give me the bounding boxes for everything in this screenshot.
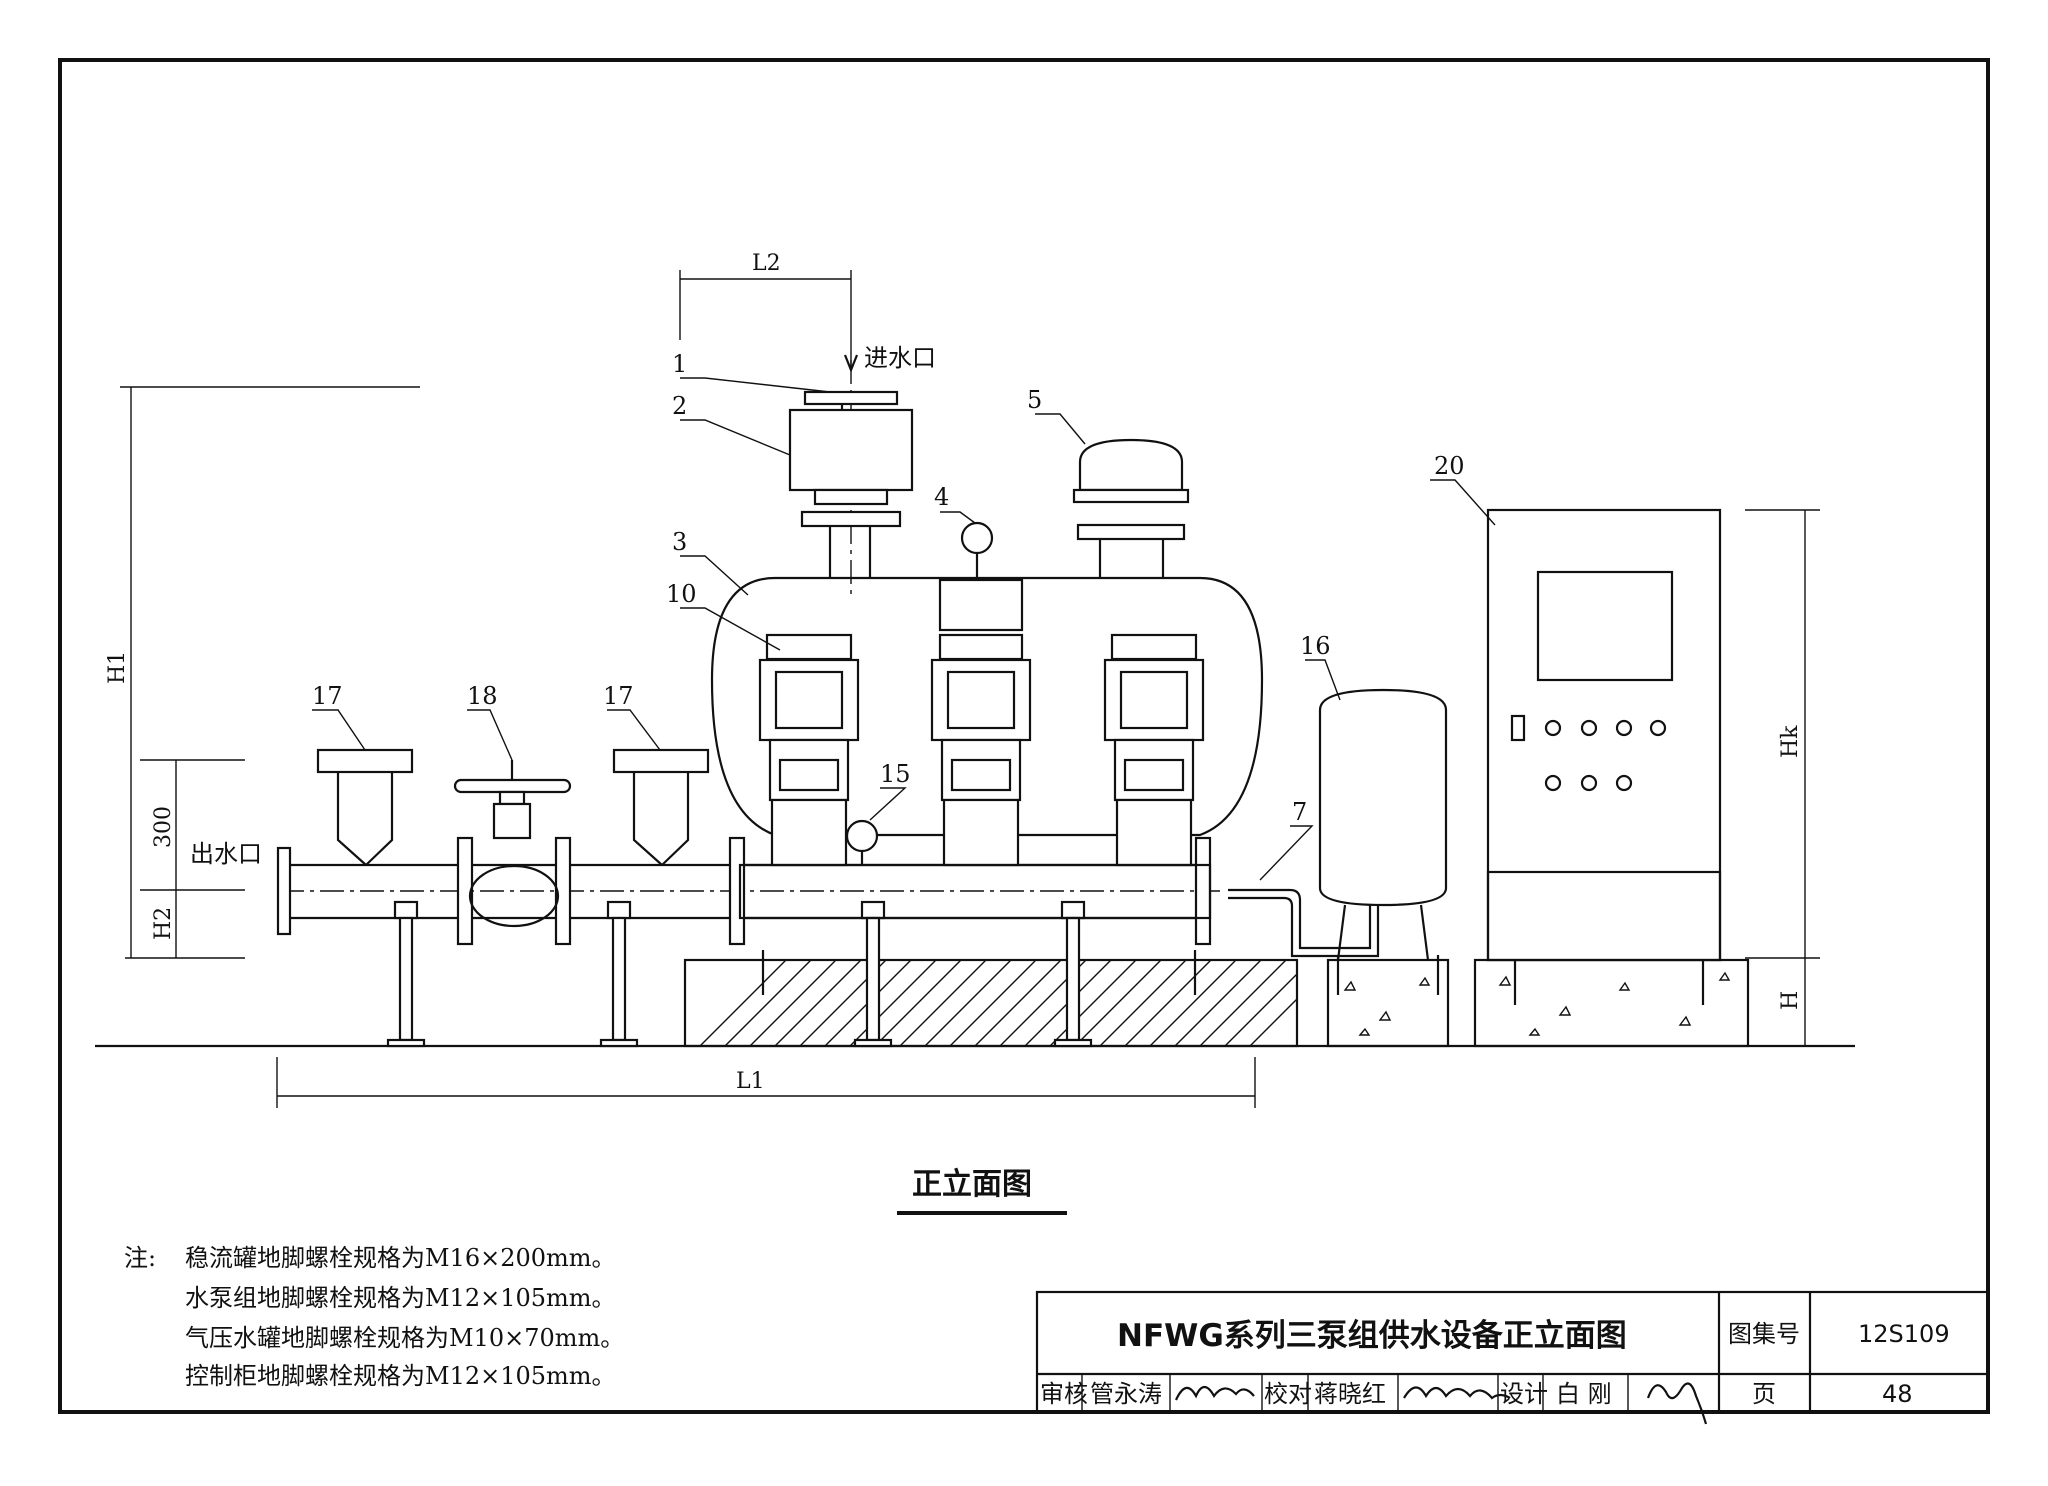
inlet-assembly [788,360,914,600]
pump-foundation [683,958,1299,1048]
signature-checker [1403,1386,1511,1400]
callout-10: 10 [666,580,697,608]
callout-4: 4 [934,483,949,511]
dim-l2: L2 [752,251,781,276]
dim-300: 300 [151,806,176,848]
callout-3: 3 [672,528,687,556]
callout-18: 18 [467,682,498,710]
control-cabinet [1486,508,1722,962]
callout-1: 1 [672,350,687,378]
inlet-label: 进水口 [864,344,936,372]
tank-foundation [1326,958,1450,1048]
review-label: 审核 [1040,1380,1088,1408]
sheet-border [58,58,1990,1414]
reviewer-name: 管永涛 [1090,1380,1162,1408]
view-title: 正立面图 [912,1167,1032,1202]
callout-17-left: 17 [312,682,343,710]
gate-valve [453,760,572,928]
foundation-aggregate [1343,971,1731,1036]
callout-16: 16 [1300,632,1331,660]
dim-h: H [1778,991,1803,1010]
atlas-number: 12S109 [1858,1320,1950,1348]
callout-17-right: 17 [603,682,634,710]
strainer-right [612,748,710,866]
dim-h2: H2 [151,907,176,940]
designer-name: 白 刚 [1556,1380,1612,1408]
dim-hk: Hk [1778,725,1803,758]
strainer-left [316,748,414,866]
pressure-gauge-top [960,521,994,578]
dim-h1: H1 [105,651,130,684]
callout-5: 5 [1027,386,1042,414]
note-line-1: 稳流罐地脚螺栓规格为M16×200mm。 [185,1244,616,1272]
note-line-3: 气压水罐地脚螺栓规格为M10×70mm。 [185,1324,624,1352]
note-line-2: 水泵组地脚螺栓规格为M12×105mm。 [185,1284,616,1312]
outlet-label: 出水口 [190,840,262,868]
design-label: 设计 [1500,1380,1548,1408]
vent-cap [1072,438,1190,541]
checker-name: 蒋晓红 [1314,1380,1386,1408]
pressure-gauge-manifold [845,819,879,865]
dimension-lines [120,270,1820,1108]
signature-reviewer [1174,1385,1255,1401]
pump-manifold-band [738,863,1212,920]
stabilizing-tank [710,520,1264,837]
page-number: 48 [1882,1380,1913,1408]
pump-1 [758,633,860,867]
atlas-label: 图集号 [1728,1320,1800,1348]
callout-15: 15 [880,760,911,788]
callout-7: 7 [1292,798,1307,826]
callout-20: 20 [1434,452,1465,480]
pipe-supports [386,900,1093,1048]
signature-designer [1646,1382,1708,1425]
pressure-tank [1228,688,1448,961]
callouts: 1 2 3 10 4 5 20 16 7 15 17 18 17 [312,350,1465,826]
leader-lines [312,377,1496,881]
title-block-title: NFWG系列三泵组供水设备正立面图 [1117,1318,1627,1354]
pump-3 [1103,633,1205,867]
check-label: 校对 [1264,1380,1312,1408]
note-line-4: 控制柜地脚螺栓规格为M12×105mm。 [185,1362,616,1390]
dim-l1: L1 [736,1069,765,1094]
title-block [1035,1290,1990,1425]
page-label: 页 [1752,1380,1776,1408]
callout-2: 2 [672,392,687,420]
pump-2 [930,578,1032,867]
notes-prefix: 注: [124,1244,156,1272]
